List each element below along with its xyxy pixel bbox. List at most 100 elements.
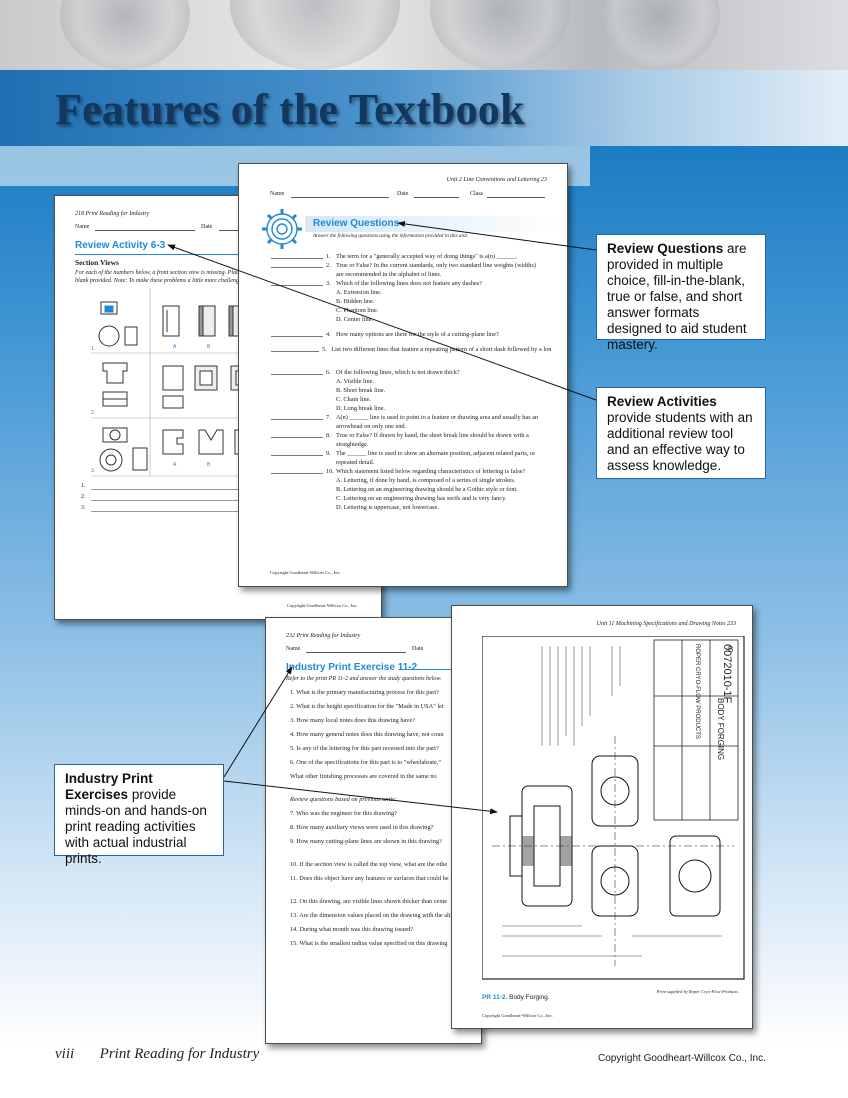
industrial-print-page: Unit 11 Machining Specifications and Dra… <box>451 605 753 1029</box>
review-questions-page: Unit 2 Line Conventions and Lettering 23… <box>238 163 568 587</box>
answer-blank <box>271 270 323 276</box>
question-item: 6. Of the following lines, which is not d… <box>271 368 551 377</box>
title-block-part: BODY FORGING <box>716 698 725 760</box>
question-text: True or False? In the current standards,… <box>336 262 537 269</box>
callout-bold: Review Questions <box>607 241 724 256</box>
question-text: A. Extension line. <box>336 289 382 296</box>
exercise-item: 6. One of the specifications for this pa… <box>290 759 441 766</box>
questions-instructions: Answer the following questions using the… <box>313 233 469 239</box>
question-text: Which statement listed below regarding c… <box>336 468 526 475</box>
answer-blank <box>271 297 323 303</box>
question-item: B. Lettering on an engineering drawing s… <box>271 485 551 494</box>
question-text: C. Lettering on an engineering drawing h… <box>336 495 507 502</box>
question-text: Of the following lines, which is not dra… <box>336 369 460 376</box>
question-text: arrowhead on only one end. <box>336 423 407 430</box>
footer-copyright: Copyright Goodheart-Willcox Co., Inc. <box>598 1053 766 1064</box>
question-text: A(n) ______ line is used to point to a f… <box>336 414 539 421</box>
answer-blank <box>271 485 323 491</box>
question-number <box>326 386 336 395</box>
question-text: The term for a "generally accepted way o… <box>336 253 518 260</box>
callout-text: provide minds-on and hands-on print read… <box>65 787 207 866</box>
question-list: 1.The term for a "generally accepted way… <box>271 252 551 512</box>
question-item: repeated detail. <box>271 458 551 467</box>
body-forging-drawing: ROPER CRYO-FLOW PRODUCTS BODY FORGING 00… <box>482 636 745 980</box>
answer-blank <box>271 422 323 428</box>
answer-blank <box>271 252 323 259</box>
question-number <box>326 270 336 279</box>
question-number <box>326 288 336 297</box>
question-item: D. Center line. <box>271 315 551 324</box>
callout-industry-print: Industry Print Exercises provide minds-o… <box>54 764 224 866</box>
question-number <box>326 422 336 431</box>
caption-label: PR 11-2. <box>482 994 508 1001</box>
header-band <box>0 0 848 70</box>
question-number <box>326 377 336 386</box>
print-caption: PR 11-2. Body Forging. <box>482 994 550 1001</box>
question-number: 10. <box>326 468 334 475</box>
answer-blank <box>271 377 323 383</box>
print-credit: Print supplied by Roper Cryo-Flow Produc… <box>656 989 738 994</box>
answer-blank <box>271 494 323 500</box>
question-item: D. Lettering is uppercase, not lowercase… <box>271 503 551 512</box>
question-number <box>326 440 336 449</box>
copyright: Copyright Goodheart-Willcox Co., Inc. <box>482 1013 553 1018</box>
question-number: 6. <box>326 369 331 376</box>
question-number <box>326 404 336 413</box>
question-number <box>326 395 336 404</box>
question-item: 8. True or False? If drawn by hand, the s… <box>271 431 551 440</box>
question-text: B. Short break line. <box>336 387 386 394</box>
title-band <box>0 70 848 146</box>
date-label: Date <box>201 224 213 230</box>
running-head: 218 Print Reading for Industry <box>75 211 150 217</box>
callout-review-questions: Review Questions are provided in multipl… <box>596 234 766 352</box>
exercise-item: What other finishing processes are cover… <box>290 773 437 780</box>
caption-text: Body Forging. <box>509 994 550 1001</box>
answer-blank <box>271 431 323 438</box>
page-title: Features of the Textbook <box>55 85 525 134</box>
label-3: 3. <box>91 468 95 474</box>
question-text: D. Long break line. <box>336 405 386 412</box>
question-item: A. Extension line. <box>271 288 551 297</box>
question-item: arrowhead on only one end. <box>271 422 551 431</box>
answer-blank <box>271 345 319 352</box>
question-text: C. Phantom line. <box>336 307 379 314</box>
callout-text: provide students with an additional revi… <box>607 410 753 473</box>
question-number: 7. <box>326 414 331 421</box>
exercise-item: 9. How many cutting-plane lines are show… <box>290 838 442 845</box>
question-number <box>326 494 336 503</box>
answer-1: 1. <box>81 483 86 489</box>
label-2: 2. <box>91 410 95 416</box>
answer-3: 3. <box>81 505 86 511</box>
exercise-item: 4. How many general notes does this draw… <box>290 731 444 738</box>
question-number: 8. <box>326 432 331 439</box>
exercise-item: 15. What is the smallest radius value sp… <box>290 940 448 947</box>
question-item: A. Visible line. <box>271 377 551 386</box>
question-number <box>326 458 336 467</box>
callout-text: are provided in multiple choice, fill-in… <box>607 241 747 352</box>
answer-blank <box>271 261 323 268</box>
question-text: True or False? If drawn by hand, the sho… <box>336 432 529 439</box>
exercise-item: 14. During what month was this drawing i… <box>290 926 414 933</box>
gear-image <box>600 0 720 70</box>
question-text: B. Hidden line. <box>336 298 375 305</box>
answer-blank <box>271 440 323 446</box>
question-item: C. Phantom line. <box>271 306 551 315</box>
activity-heading: Review Activity 6-3 <box>75 240 166 251</box>
question-text: C. Chain line. <box>336 396 371 403</box>
question-item: are recommended in the alphabet of lines… <box>271 270 551 279</box>
question-item: B. Short break line. <box>271 386 551 395</box>
callout-bold: Industry Print Exercises <box>65 771 153 802</box>
question-text: A. Lettering, if done by hand, is compos… <box>336 477 516 484</box>
exercise-item: 11. Does this object have any features o… <box>290 875 449 882</box>
answer-blank <box>271 503 323 509</box>
answer-blank <box>271 467 323 474</box>
date-label: Date <box>412 646 424 652</box>
page-number: viii <box>55 1046 75 1062</box>
question-number: 9. <box>326 450 331 457</box>
answer-blank <box>271 458 323 464</box>
question-number <box>326 476 336 485</box>
answer-blank <box>271 476 323 482</box>
question-item: 4.How many options are there for the sty… <box>271 330 551 339</box>
label-b: B <box>207 344 211 350</box>
question-item: C. Chain line. <box>271 395 551 404</box>
